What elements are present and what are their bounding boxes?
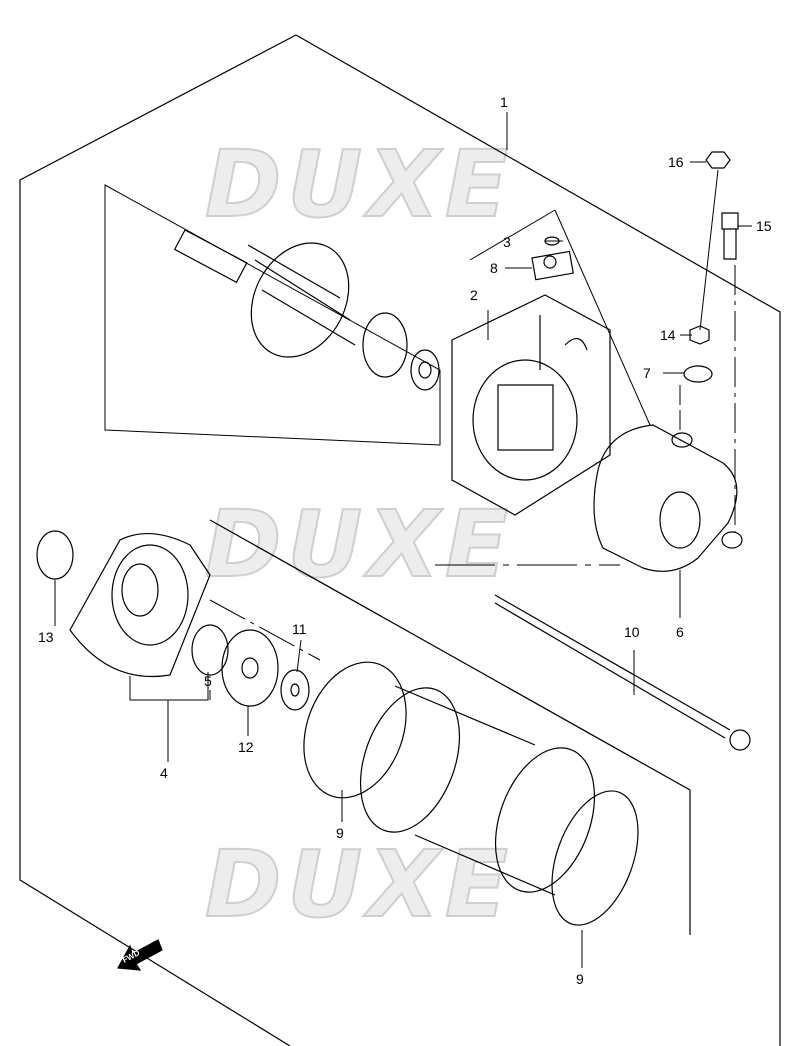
watermark: DUXE [204, 491, 514, 598]
callout-3: 3 [503, 234, 511, 250]
fwd-arrow-icon [117, 939, 163, 971]
front-end-cover [69, 532, 211, 678]
brush-holder-panel [451, 294, 611, 516]
housing-panel [209, 519, 691, 935]
washer-7 [683, 365, 713, 383]
assembly-border [295, 34, 781, 1046]
callout-14: 14 [660, 327, 676, 343]
starter-yoke [359, 685, 596, 896]
through-bolt-10 [494, 594, 751, 751]
callout-10: 10 [624, 624, 640, 640]
plate-8 [531, 250, 574, 281]
watermark: DUXE [204, 131, 514, 238]
nut-16 [705, 151, 731, 169]
o-ring-13 [36, 530, 74, 580]
callout-8: 8 [490, 260, 498, 276]
o-ring-9 [303, 661, 407, 799]
callout-11: 11 [292, 621, 307, 637]
callout-9: 9 [336, 825, 344, 841]
o-ring-9b [551, 790, 639, 926]
assembly-border [19, 34, 297, 1046]
callout-4: 4 [160, 765, 168, 781]
callout-6: 6 [676, 624, 684, 640]
callout-9: 9 [576, 971, 584, 987]
rear-end-cover [593, 424, 743, 572]
washer-12 [221, 629, 279, 707]
armature-panel [104, 184, 441, 446]
bolt-15 [721, 212, 739, 260]
armature [173, 229, 440, 391]
callout-13: 13 [38, 629, 54, 645]
callout-15: 15 [756, 218, 772, 234]
callout-16: 16 [668, 154, 684, 170]
watermark: DUXE [204, 831, 514, 938]
callout-1: 1 [500, 94, 508, 110]
brush-holder [472, 315, 588, 481]
callout-2: 2 [470, 287, 478, 303]
callout-5: 5 [204, 673, 212, 689]
callout-12: 12 [238, 739, 254, 755]
oil-seal-5 [191, 624, 229, 676]
washer-11 [280, 669, 310, 711]
callout-7: 7 [643, 365, 651, 381]
nut-14 [689, 325, 710, 345]
